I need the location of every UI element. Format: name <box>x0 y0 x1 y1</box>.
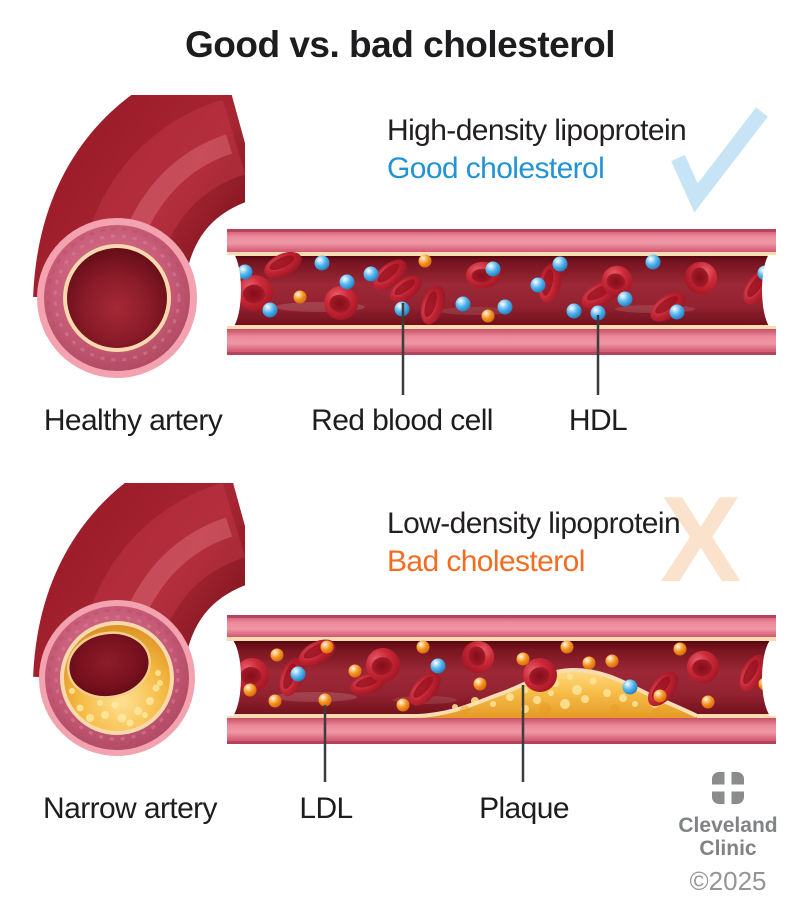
cleveland-clinic-logo <box>711 771 745 805</box>
plaque <box>417 667 698 718</box>
artery-ring <box>39 600 195 756</box>
brand-name: Cleveland Clinic <box>660 814 796 860</box>
label-hdl: HDL <box>568 404 628 437</box>
brand-line2: Clinic <box>699 837 757 860</box>
label-plaque: Plaque <box>479 792 569 825</box>
hdl-subheading: Good cholesterol <box>387 152 605 185</box>
copyright: ©2025 <box>689 866 767 896</box>
plaque-texture <box>69 670 163 727</box>
label-red-blood-cell: Red blood cell <box>311 404 493 437</box>
check-icon <box>671 107 768 213</box>
hdl-vessel-illustration <box>225 229 778 395</box>
label-narrow-artery: Narrow artery <box>43 792 218 825</box>
artery-lumen <box>67 248 167 348</box>
page-title: Good vs. bad cholesterol <box>184 24 616 65</box>
plaque-texture <box>452 674 659 713</box>
narrow-lumen <box>66 631 152 699</box>
artery-ring <box>37 218 197 378</box>
ldl-vessel-illustration <box>225 615 778 782</box>
ldl-heading: Low-density lipoprotein <box>387 507 681 540</box>
ldl-heading-block: Low-density lipoprotein Bad cholesterol <box>387 505 787 581</box>
hdl-heading: High-density lipoprotein <box>387 114 687 147</box>
ldl-subheading: Bad cholesterol <box>387 545 585 578</box>
label-ldl: LDL <box>299 792 353 825</box>
brand-block: Cleveland Clinic ©2025 <box>660 771 796 897</box>
brand-line1: Cleveland <box>678 814 778 837</box>
x-icon: X <box>660 471 742 607</box>
vessel-cut-ends <box>225 255 778 326</box>
narrow-artery-illustration <box>33 483 245 756</box>
check-stroke <box>671 107 768 213</box>
healthy-artery-illustration <box>33 95 245 378</box>
label-healthy-artery: Healthy artery <box>43 404 223 437</box>
hdl-heading-block: High-density lipoprotein Good cholestero… <box>387 112 787 188</box>
label-lines <box>401 303 600 395</box>
vessel-cut-ends <box>225 641 778 716</box>
label-lines <box>323 685 525 782</box>
